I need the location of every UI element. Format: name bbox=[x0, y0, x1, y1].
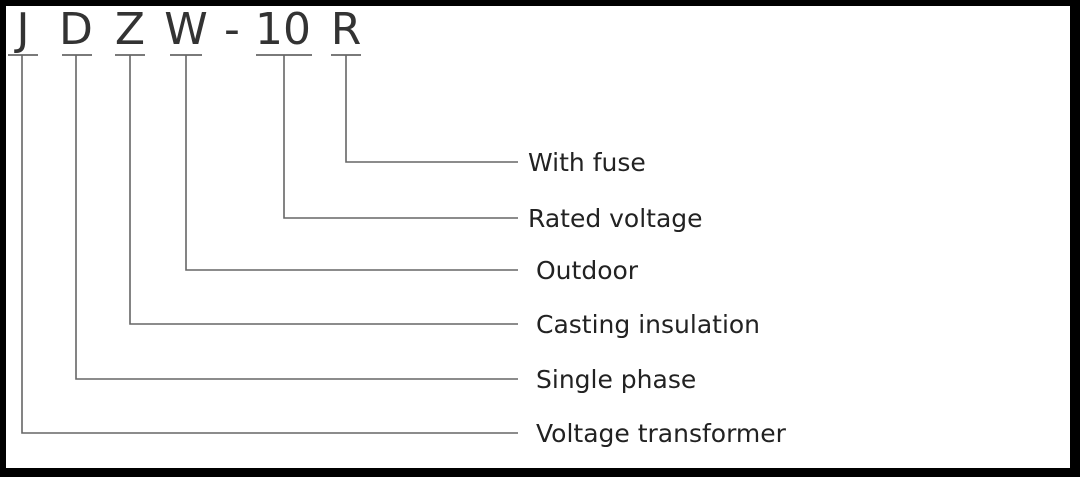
leader-line-outdoor bbox=[185, 55, 518, 271]
code-char-w: W bbox=[164, 6, 208, 55]
model-code-diagram: J D Z W - 10 R With fuse Rated voltage O… bbox=[8, 6, 787, 448]
leader-line-single-phase bbox=[75, 55, 518, 380]
leader-line-voltage-transformer bbox=[21, 55, 518, 434]
code-char-r: R bbox=[331, 6, 362, 55]
code-char-d: D bbox=[59, 6, 93, 55]
code-char-j: J bbox=[14, 6, 30, 55]
leader-line-fuse bbox=[345, 55, 518, 163]
label-rated-voltage: Rated voltage bbox=[528, 204, 703, 233]
label-with-fuse: With fuse bbox=[528, 148, 646, 177]
label-single-phase: Single phase bbox=[536, 365, 696, 394]
leader-line-casting-insulation bbox=[129, 55, 518, 325]
label-outdoor: Outdoor bbox=[536, 256, 639, 285]
code-char-dash: - bbox=[224, 6, 240, 55]
label-casting-insulation: Casting insulation bbox=[536, 310, 760, 339]
code-char-z: Z bbox=[115, 6, 145, 55]
code-char-10: 10 bbox=[255, 6, 311, 55]
diagram-frame: J D Z W - 10 R With fuse Rated voltage O… bbox=[6, 6, 1070, 468]
leader-line-rated-voltage bbox=[283, 55, 518, 219]
label-voltage-transformer: Voltage transformer bbox=[536, 419, 787, 448]
